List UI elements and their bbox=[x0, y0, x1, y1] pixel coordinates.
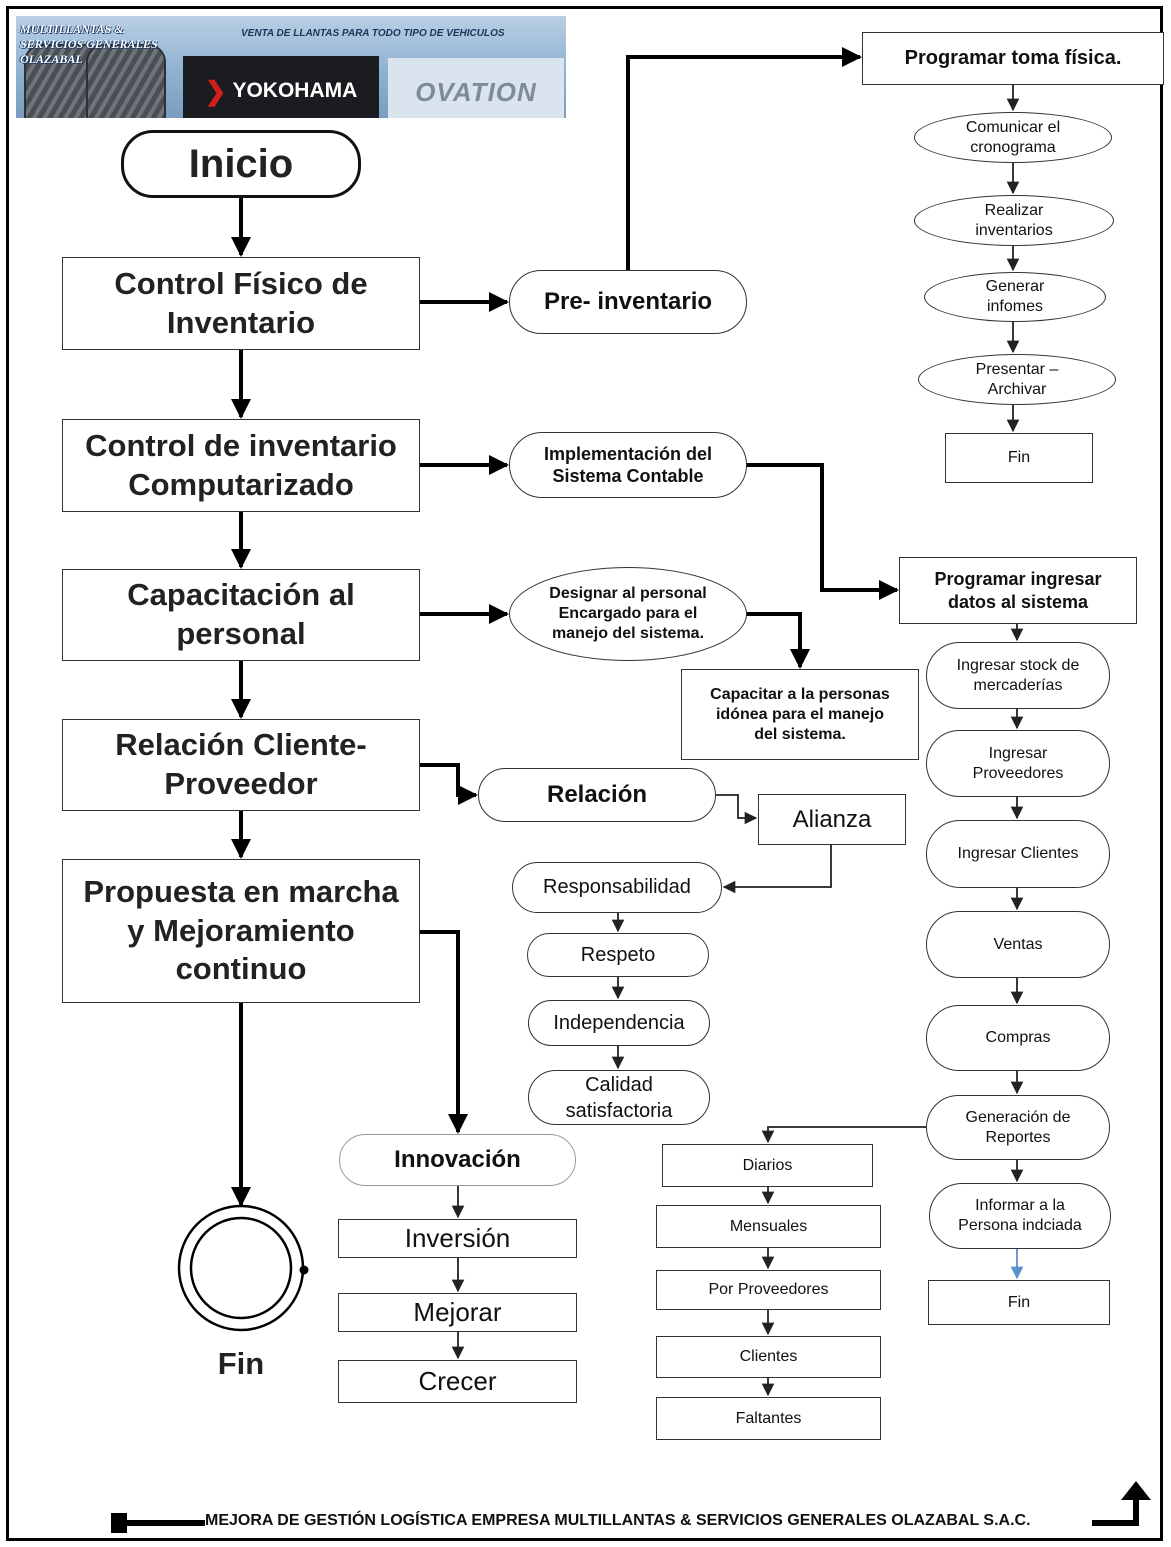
innovation-step-label: Mejorar bbox=[413, 1297, 502, 1328]
value-label: Respeto bbox=[580, 943, 656, 966]
implementation-node: Implementación del Sistema Contable bbox=[509, 432, 747, 498]
train-staff-label: Capacitar a la personas idónea para el m… bbox=[710, 685, 890, 743]
pre-step-inventories: Realizar inventarios bbox=[914, 195, 1114, 246]
main-step-label: Propuesta en marcha y Mejoramiento conti… bbox=[83, 873, 399, 987]
train-staff-node: Capacitar a la personas idónea para el m… bbox=[681, 669, 919, 760]
system-step-suppliers: Ingresar Proveedores bbox=[926, 730, 1110, 797]
banner-company: MULTILLANTAS & SERVICIOS GENERALES OLAZA… bbox=[20, 22, 158, 66]
system-step-stock: Ingresar stock de mercaderías bbox=[926, 642, 1110, 709]
end-label-text: Fin bbox=[217, 1345, 265, 1381]
report-label: Clientes bbox=[739, 1348, 798, 1365]
report-clients: Clientes bbox=[656, 1336, 881, 1378]
system-step-purchases: Compras bbox=[926, 1005, 1110, 1071]
system-step-label: Ventas bbox=[993, 935, 1043, 953]
system-step-label: Informar a la Persona indciada bbox=[958, 1197, 1082, 1234]
innovation-step-grow: Crecer bbox=[338, 1360, 577, 1403]
value-label: Independencia bbox=[553, 1011, 685, 1034]
main-step-computerized-control: Control de inventario Computarizado bbox=[62, 419, 420, 512]
alliance-node: Alianza bbox=[758, 794, 906, 845]
implementation-label: Implementación del Sistema Contable bbox=[543, 443, 713, 487]
start-terminal: Inicio bbox=[121, 130, 361, 198]
pre-step-label: Comunicar el cronograma bbox=[965, 118, 1061, 156]
system-step-label: Ingresar Proveedores bbox=[972, 744, 1064, 782]
pre-inventory-label: Pre- inventario bbox=[543, 288, 713, 315]
innovation-node: Innovación bbox=[339, 1134, 576, 1186]
system-step-sales: Ventas bbox=[926, 911, 1110, 978]
pre-step-archive: Presentar – Archivar bbox=[918, 354, 1116, 405]
program-count-node: Programar toma física. bbox=[862, 32, 1164, 85]
value-label: Calidad satisfactoria bbox=[565, 1073, 673, 1122]
report-daily: Diarios bbox=[662, 1144, 873, 1187]
system-end-node: Fin bbox=[928, 1280, 1110, 1325]
report-missing: Faltantes bbox=[656, 1397, 881, 1440]
report-label: Diarios bbox=[742, 1156, 793, 1174]
program-data-node: Programar ingresar datos al sistema bbox=[899, 557, 1137, 624]
designate-staff-node: Designar al personal Encargado para el m… bbox=[509, 567, 747, 661]
report-label: Mensuales bbox=[729, 1217, 808, 1235]
value-independence: Independencia bbox=[528, 1000, 710, 1046]
relationship-node: Relación bbox=[478, 768, 716, 822]
main-step-physical-control: Control Físico de Inventario bbox=[62, 257, 420, 350]
pre-end-label: Fin bbox=[1007, 449, 1031, 466]
start-label: Inicio bbox=[188, 142, 294, 186]
end-label: Fin bbox=[181, 1344, 301, 1384]
value-quality: Calidad satisfactoria bbox=[528, 1070, 710, 1125]
company-banner: MULTILLANTAS & SERVICIOS GENERALES OLAZA… bbox=[16, 16, 566, 118]
pre-inventory-node: Pre- inventario bbox=[509, 270, 747, 334]
innovation-step-improve: Mejorar bbox=[338, 1293, 577, 1332]
system-step-inform: Informar a la Persona indciada bbox=[929, 1183, 1111, 1249]
yokohama-logo: ❯YOKOHAMA bbox=[183, 56, 379, 118]
pre-step-label: Generar infomes bbox=[985, 278, 1045, 315]
program-data-label: Programar ingresar datos al sistema bbox=[934, 569, 1102, 612]
designate-staff-label: Designar al personal Encargado para el m… bbox=[549, 585, 707, 642]
value-responsibility: Responsabilidad bbox=[512, 862, 722, 913]
system-step-clients: Ingresar Clientes bbox=[926, 820, 1110, 888]
main-step-improvement: Propuesta en marcha y Mejoramiento conti… bbox=[62, 859, 420, 1003]
pre-step-label: Presentar – Archivar bbox=[975, 360, 1059, 398]
footer-title: MEJORA DE GESTIÓN LOGÍSTICA EMPRESA MULT… bbox=[205, 1512, 1031, 1529]
main-step-label: Relación Cliente- Proveedor bbox=[115, 727, 367, 801]
system-step-label: Ingresar Clientes bbox=[957, 845, 1079, 862]
main-step-staff-training: Capacitación al personal bbox=[62, 569, 420, 661]
relationship-label: Relación bbox=[546, 781, 648, 808]
main-step-label: Control de inventario Computarizado bbox=[85, 427, 397, 502]
value-label: Responsabilidad bbox=[543, 876, 691, 898]
pre-step-reports: Generar infomes bbox=[924, 272, 1106, 322]
main-step-label: Control Físico de Inventario bbox=[114, 265, 368, 340]
system-step-reports: Generación de Reportes bbox=[926, 1095, 1110, 1160]
ovation-logo: OVATION bbox=[388, 58, 564, 118]
innovation-step-label: Crecer bbox=[418, 1366, 497, 1397]
brand-yokohama: YOKOHAMA bbox=[232, 79, 358, 102]
program-count-label: Programar toma física. bbox=[904, 47, 1122, 69]
innovation-step-label: Inversión bbox=[404, 1223, 511, 1254]
system-end-label: Fin bbox=[1007, 1293, 1031, 1311]
report-suppliers: Por Proveedores bbox=[656, 1270, 881, 1310]
value-respect: Respeto bbox=[527, 933, 709, 977]
yokohama-mark-icon: ❯ bbox=[204, 75, 227, 106]
innovation-label: Innovación bbox=[394, 1146, 521, 1173]
main-step-label: Capacitación al personal bbox=[127, 577, 355, 651]
pre-step-label: Realizar inventarios bbox=[975, 201, 1053, 239]
report-label: Por Proveedores bbox=[708, 1281, 829, 1298]
main-step-client-supplier: Relación Cliente- Proveedor bbox=[62, 719, 420, 811]
system-step-label: Compras bbox=[985, 1029, 1051, 1046]
pre-step-communicate: Comunicar el cronograma bbox=[914, 112, 1112, 163]
tire-icon bbox=[86, 44, 166, 118]
system-step-label: Ingresar stock de mercaderías bbox=[956, 656, 1080, 694]
alliance-label: Alianza bbox=[792, 805, 872, 833]
page-frame bbox=[6, 6, 1163, 1541]
report-label: Faltantes bbox=[735, 1409, 802, 1427]
pre-end-node: Fin bbox=[945, 433, 1093, 483]
innovation-step-investment: Inversión bbox=[338, 1219, 577, 1258]
report-monthly: Mensuales bbox=[656, 1205, 881, 1248]
system-step-label: Generación de Reportes bbox=[965, 1108, 1071, 1146]
banner-tagline: VENTA DE LLANTAS PARA TODO TIPO DE VEHIC… bbox=[241, 28, 505, 39]
